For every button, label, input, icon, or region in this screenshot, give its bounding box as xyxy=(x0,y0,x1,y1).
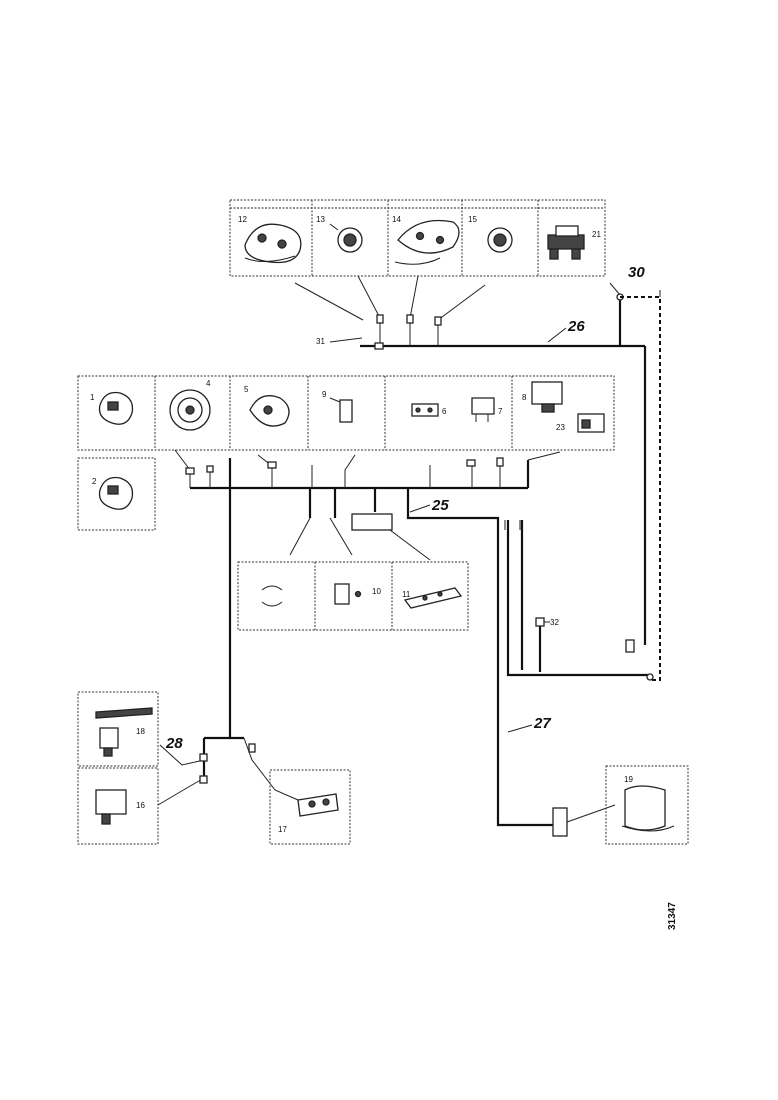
component-16-drawing xyxy=(95,789,127,825)
bottom-left-panels: 18 16 xyxy=(77,691,159,845)
label-17: 17 xyxy=(278,825,287,834)
component-17-panel: 17 xyxy=(269,769,351,845)
label-9: 9 xyxy=(322,390,327,399)
component-18-drawing xyxy=(95,707,153,757)
component-21-drawing xyxy=(547,225,585,260)
middle-panel: 1 4 5 9 6 7 8 23 2 xyxy=(77,375,615,531)
component-11-drawing xyxy=(403,587,463,609)
harness-label-30: 30 xyxy=(628,264,645,281)
component-10-drawing xyxy=(334,583,362,605)
label-11: 11 xyxy=(402,590,411,599)
harness-label-31: 31 xyxy=(316,337,325,346)
label-2: 2 xyxy=(92,477,97,486)
label-5: 5 xyxy=(244,385,249,394)
component-12-drawing xyxy=(244,223,302,264)
component-7-drawing xyxy=(471,397,495,422)
component-19-panel: 19 xyxy=(605,765,689,845)
label-8: 8 xyxy=(522,393,527,402)
sub-panel-lower: 22 10 11 xyxy=(237,561,469,631)
label-16: 16 xyxy=(136,801,145,810)
component-13-drawing xyxy=(329,223,363,253)
component-5-drawing xyxy=(249,395,290,427)
component-23-drawing xyxy=(577,413,605,433)
top-panel: 12 13 14 15 21 xyxy=(229,199,606,277)
leader-25 xyxy=(409,504,431,513)
label-18: 18 xyxy=(136,727,145,736)
component-3-drawing xyxy=(261,585,283,607)
harness-label-32: 32 xyxy=(550,618,559,627)
component-15-drawing xyxy=(487,227,513,253)
label-13: 13 xyxy=(316,215,325,224)
component-14-drawing xyxy=(394,219,460,265)
leader-26 xyxy=(547,327,567,343)
label-6: 6 xyxy=(442,407,447,416)
harness-label-27: 27 xyxy=(533,715,551,732)
harness-30 xyxy=(620,290,661,681)
component-1-drawing xyxy=(98,391,134,425)
harness-28 xyxy=(157,458,299,806)
component-8-drawing xyxy=(531,381,563,413)
component-19-drawing xyxy=(621,785,675,832)
component-17-drawing xyxy=(297,793,339,817)
label-23: 23 xyxy=(556,423,565,432)
harness-26 xyxy=(294,275,647,645)
label-21: 21 xyxy=(592,230,601,239)
component-9-drawing xyxy=(329,397,353,423)
label-1: 1 xyxy=(90,393,95,402)
harness-label-25: 25 xyxy=(431,497,449,514)
label-7: 7 xyxy=(498,407,503,416)
harness-25 xyxy=(174,449,561,675)
label-19: 19 xyxy=(624,775,633,784)
figure-number: 31347 xyxy=(667,902,678,930)
harness-label-28: 28 xyxy=(165,735,183,752)
leader-31 xyxy=(329,337,363,343)
harness-27 xyxy=(496,520,654,837)
label-15: 15 xyxy=(468,215,477,224)
component-2-drawing xyxy=(98,476,134,510)
component-6-drawing xyxy=(411,403,439,417)
harness-label-26: 26 xyxy=(567,318,585,335)
label-12: 12 xyxy=(238,215,247,224)
component-4-drawing xyxy=(169,389,211,431)
leader-27 xyxy=(507,724,533,733)
label-14: 14 xyxy=(392,215,401,224)
label-4: 4 xyxy=(206,379,211,388)
label-10: 10 xyxy=(372,587,381,596)
